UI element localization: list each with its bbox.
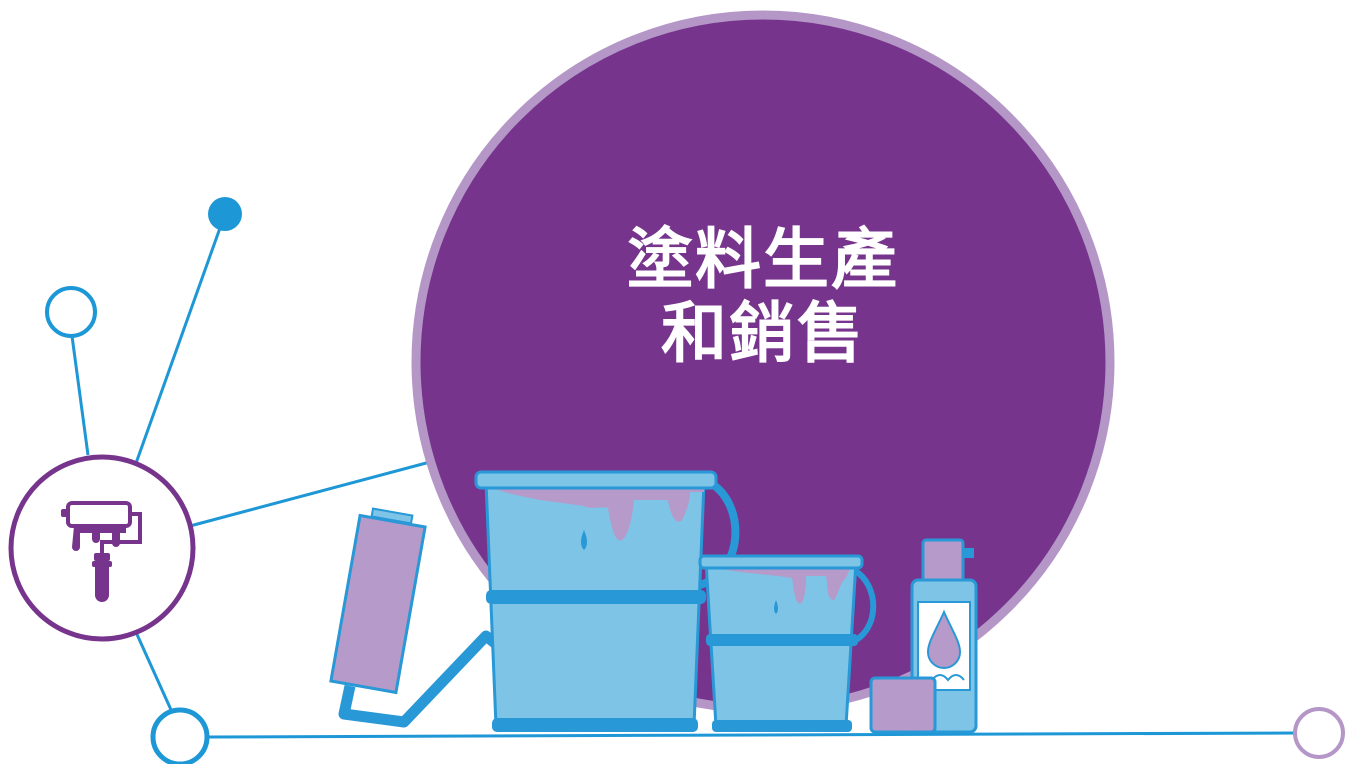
paint-box — [869, 676, 937, 734]
network-node — [45, 286, 97, 338]
small-paint-bucket — [698, 554, 877, 732]
network-line — [70, 335, 90, 456]
network-node-purple — [1293, 707, 1345, 759]
network-lines — [70, 213, 1297, 739]
title-line-2: 和銷售 — [661, 294, 865, 372]
paint-roller — [329, 507, 500, 728]
paint-roller-icon — [61, 501, 142, 602]
title-line-1: 塗料生產 — [627, 220, 899, 298]
large-paint-bucket — [474, 470, 740, 732]
network-line — [133, 629, 174, 713]
network-line — [133, 213, 227, 467]
roller-badge — [8, 454, 196, 642]
baseline-line — [207, 731, 1297, 739]
network-line — [189, 460, 431, 528]
paint-drips-icon — [72, 526, 126, 551]
network-node-filled — [208, 197, 242, 231]
network-node — [150, 707, 210, 764]
paint-buckets-illustration — [329, 470, 978, 734]
paint-drop-icon — [926, 609, 962, 669]
